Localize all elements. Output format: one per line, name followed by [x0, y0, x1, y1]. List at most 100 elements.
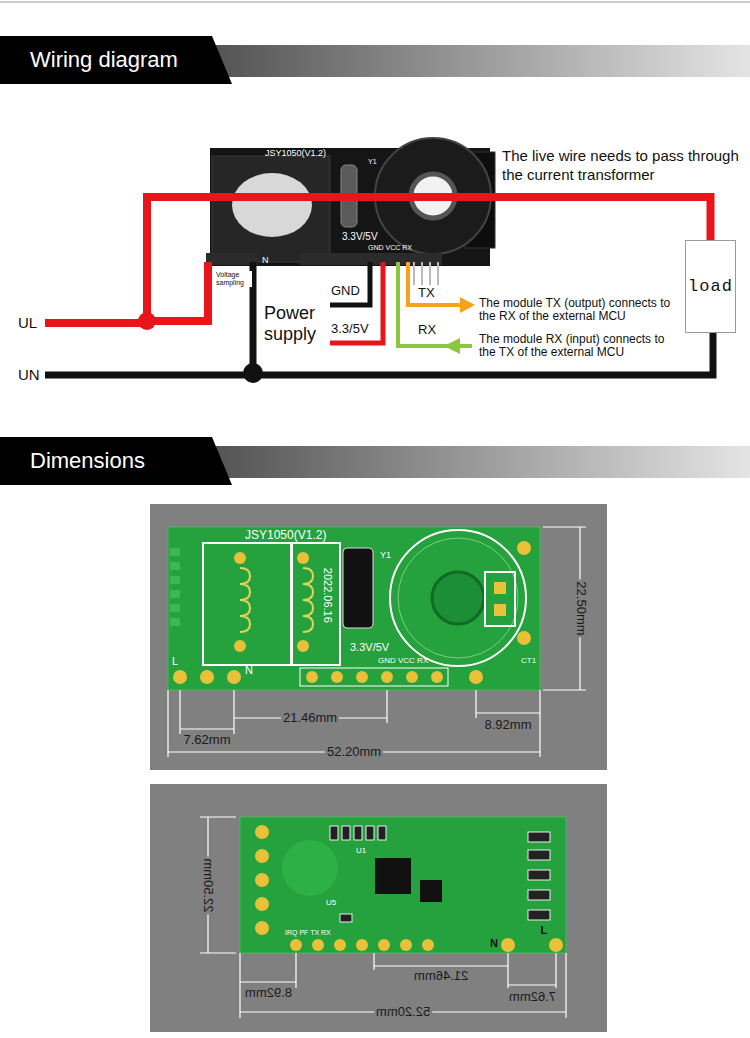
signal-name: 3.3/5V	[331, 322, 369, 337]
pcb-top-view	[227, 670, 241, 684]
wire-junction	[138, 312, 156, 330]
dimension-text: 8.92mm	[485, 718, 532, 733]
pcb-silkscreen: Y1	[380, 550, 391, 560]
pcb-bottom-view	[240, 817, 566, 953]
pcb-bottom-view	[420, 880, 442, 902]
node-text: Dimensions	[30, 437, 145, 485]
module-picture	[232, 173, 312, 237]
live-wire	[492, 197, 711, 240]
pcb-silkscreen: 3.3V/5V	[350, 641, 389, 654]
dimension-panel	[150, 504, 607, 770]
tx-wire	[408, 262, 462, 305]
pcb-bottom-view	[528, 870, 550, 880]
pcb-silkscreen: L	[172, 655, 178, 668]
note-text: The live wire needs to pass through the …	[502, 146, 748, 184]
dimension-text: 52.20mm	[325, 745, 383, 760]
pin-label: N	[262, 255, 269, 265]
live-wire	[147, 197, 493, 321]
supply-wire	[330, 262, 383, 343]
dimension-text: 7.62mm	[509, 990, 556, 1005]
dimension-line	[168, 527, 586, 757]
pcb-bottom-view	[356, 939, 368, 951]
pcb-bottom-view	[255, 897, 269, 911]
wire-junction	[243, 363, 263, 383]
neutral-wire	[45, 262, 713, 375]
pcb-bottom-view	[255, 873, 269, 887]
pcb-top-view	[297, 552, 309, 564]
pcb-bottom-view	[375, 858, 411, 894]
dimension-text: 8.92mm	[245, 986, 292, 1001]
pcb-silkscreen: 2022.06.16	[321, 567, 334, 622]
pcb-top-view	[297, 640, 309, 652]
pcb-bottom-view	[400, 939, 412, 951]
pcb-bottom-view	[501, 938, 515, 952]
pcb-top-view	[170, 548, 180, 556]
pcb-silkscreen: GND VCC RX	[378, 656, 428, 665]
pcb-top-view	[200, 670, 214, 684]
node-text: Y1	[368, 158, 377, 166]
pcb-bottom-view	[342, 826, 350, 840]
pcb-top-view	[168, 527, 540, 690]
pcb-top-view	[170, 618, 180, 626]
pcb-top-view	[390, 530, 526, 666]
pcb-top-view	[170, 562, 180, 570]
note-text: The module RX (input) connects to the TX…	[479, 333, 684, 359]
dimension-text: 52.20mm	[374, 1005, 432, 1020]
pcb-bottom-view	[334, 939, 346, 951]
pcb-silkscreen: N	[245, 664, 253, 677]
pcb-bottom-view	[528, 850, 550, 860]
pcb-top-view	[381, 671, 393, 683]
pcb-bottom-view	[528, 890, 550, 900]
section-header: Wiring diagram	[0, 36, 232, 84]
pcb-top-view	[517, 631, 531, 645]
pcb-top-view	[356, 671, 368, 683]
pcb-silkscreen: U1	[356, 846, 366, 855]
line-name: UN	[18, 366, 40, 383]
gnd-wire	[330, 262, 370, 305]
pcb-silkscreen: IRQ PF TX RX	[285, 929, 331, 937]
pcb-bottom-view	[378, 826, 386, 840]
pcb-bottom-view	[422, 939, 434, 951]
pcb-top-view	[398, 538, 518, 658]
pcb-silkscreen: JSY1050(V1.2)	[245, 529, 326, 543]
pcb-bottom-view	[340, 914, 352, 922]
pcb-bottom-view	[255, 849, 269, 863]
pcb-top-view	[343, 548, 373, 628]
pcb-top-view	[431, 671, 443, 683]
pcb-top-view	[331, 671, 343, 683]
module-picture	[421, 262, 423, 285]
pcb-bottom-view	[240, 817, 566, 953]
load-box: load	[685, 240, 736, 333]
pcb-bottom-view	[528, 910, 550, 920]
pcb-top-view	[292, 543, 340, 665]
pcb-bottom-view	[354, 826, 362, 840]
node-text: load	[688, 277, 733, 297]
live-wire	[147, 262, 208, 321]
module-picture	[429, 262, 431, 285]
pcb-top-view	[170, 576, 180, 584]
pcb-top-view	[303, 568, 313, 632]
pcb-top-view	[494, 582, 506, 594]
signal-name: GND	[331, 284, 360, 299]
neutral-wire	[45, 333, 713, 375]
pcb-bottom-view	[255, 921, 269, 935]
pin-label: Voltage sampling	[214, 271, 252, 287]
pcb-top-view	[170, 604, 180, 612]
pcb-top-view	[300, 668, 448, 686]
pcb-top-view	[170, 590, 180, 598]
pcb-top-view	[485, 572, 515, 626]
dimension-text: 22.50mm	[200, 856, 215, 914]
pcb-top-view	[432, 572, 484, 624]
node-text: JSY1050(V1.2)	[265, 148, 326, 158]
pcb-bottom-view	[312, 939, 324, 951]
pcb-top-view	[234, 640, 246, 652]
pcb-bottom-view	[330, 826, 338, 840]
line-name: UL	[18, 314, 37, 331]
module-picture	[206, 138, 495, 285]
dimension-line	[200, 817, 236, 953]
signal-name: TX	[418, 286, 435, 301]
header-bar	[0, 45, 750, 478]
pcb-top-view	[494, 604, 506, 616]
node-text: GND VCC RX	[368, 244, 412, 252]
